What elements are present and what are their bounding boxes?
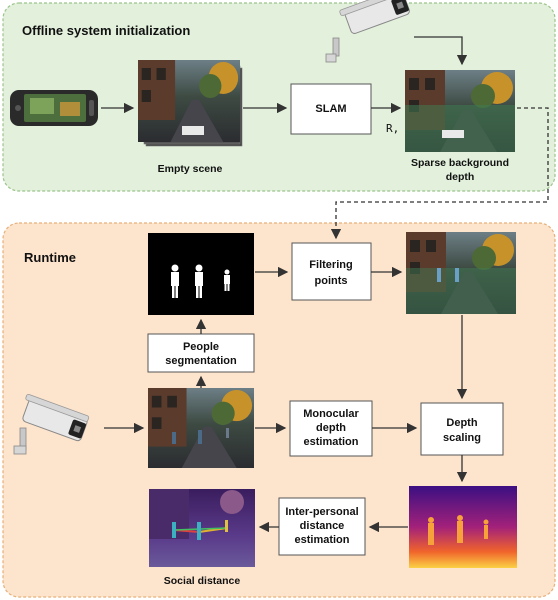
inter-label-1: Inter-personal — [285, 506, 358, 518]
mono-label-2: depth — [316, 422, 346, 434]
edges — [101, 36, 549, 533]
inter-personal-node: Inter-personal distance estimation — [278, 497, 366, 556]
monocular-depth-node: Monocular depth estimation — [289, 400, 373, 457]
filtering-label-1: Filtering — [309, 259, 352, 271]
depth-scaling-label-2: scaling — [443, 432, 481, 444]
social-distance-caption: Social distance — [164, 575, 241, 587]
inter-label-3: estimation — [294, 534, 349, 546]
empty-scene-caption: Empty scene — [158, 163, 223, 175]
people-mask-image — [148, 233, 254, 315]
mono-label-3: estimation — [303, 436, 358, 448]
runtime-camera-mount — [13, 427, 27, 455]
filtering-label-2: points — [315, 275, 348, 287]
people-segmentation-node: People segmentation — [147, 333, 255, 373]
depth-scaling-label-1: Depth — [446, 417, 477, 429]
offline-panel-title: Offline system initialization — [22, 23, 190, 38]
people-seg-label-1: People — [183, 341, 219, 353]
runtime-panel-title: Runtime — [24, 250, 76, 265]
edge-camera-to-sparse — [414, 36, 468, 66]
camera-mount — [325, 37, 340, 63]
inter-label-2: distance — [300, 520, 345, 532]
depth-scaling-node: Depth scaling — [420, 402, 504, 456]
depth-map-image — [409, 486, 517, 568]
slam-label: SLAM — [315, 103, 346, 115]
empty-scene-image — [138, 60, 243, 147]
filtering-points-node: Filtering points — [291, 242, 372, 301]
mono-label-1: Monocular — [303, 408, 359, 420]
slam-node: SLAM — [290, 83, 372, 135]
sparse-depth-image — [405, 70, 515, 152]
social-distance-image — [149, 489, 255, 567]
sparse-depth-caption-2: depth — [446, 171, 475, 183]
people-seg-label-2: segmentation — [165, 355, 237, 367]
filtered-points-image — [406, 232, 516, 314]
runtime-input-image — [148, 388, 254, 468]
sparse-depth-caption: Sparse background — [411, 157, 509, 169]
smartphone-icon — [10, 90, 98, 126]
